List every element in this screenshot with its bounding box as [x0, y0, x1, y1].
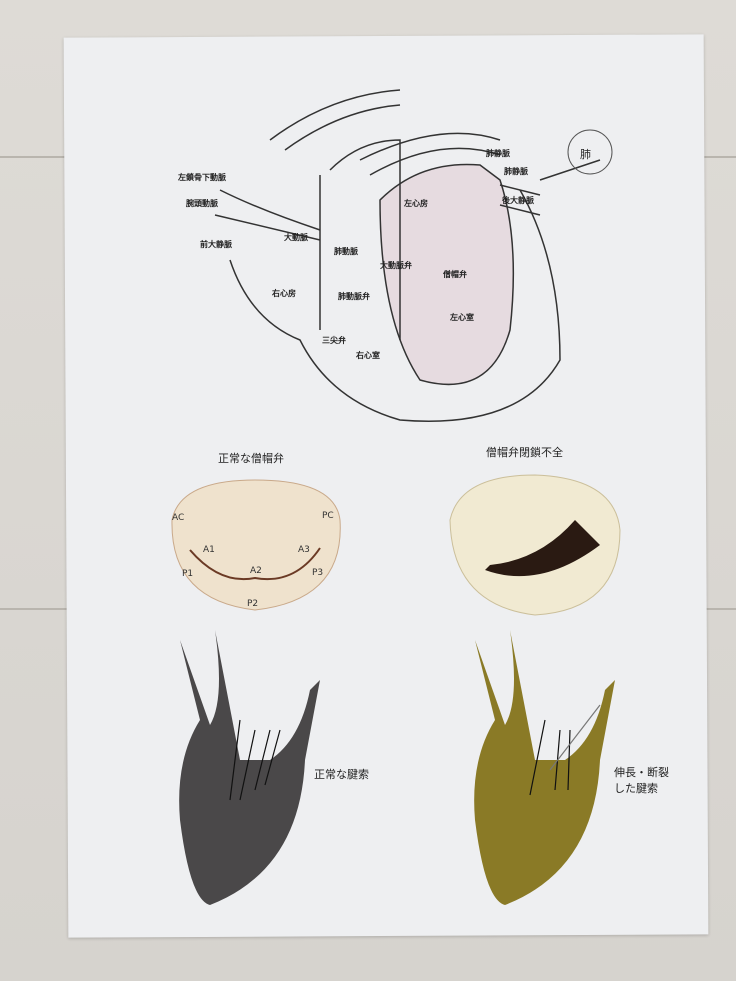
segment-p1: P1	[182, 569, 193, 579]
segment-a3: A3	[298, 545, 310, 555]
handwritten-lung: 肺	[580, 148, 591, 161]
label-pulmonary-vein: 肺静脈	[504, 166, 528, 176]
label-pulmonary-valve: 肺動脈弁	[338, 291, 370, 301]
damaged-heart-silhouette	[474, 630, 615, 905]
regurgitant-mitral-valve	[449, 474, 621, 616]
segment-p2: P2	[247, 599, 258, 609]
segment-p3: P3	[312, 568, 323, 578]
label-aortic-valve: 大動脈弁	[380, 260, 412, 270]
label-mitral-valve: 僧帽弁	[443, 269, 467, 279]
normal-valve-title: 正常な僧帽弁	[218, 451, 284, 465]
label-tricuspid-valve: 三尖弁	[322, 335, 346, 345]
label-right-ventricle: 右心室	[355, 350, 380, 360]
label-left-subclavian-artery: 左鎖骨下動脈	[177, 172, 226, 182]
label-posterior-vena-cava: 後大静脈	[502, 195, 534, 205]
lung-sketch	[567, 129, 613, 175]
heart-outline	[214, 89, 601, 422]
label-aorta: 大動脈	[284, 232, 308, 242]
normal-mitral-valve	[171, 479, 341, 611]
label-right-atrium: 右心房	[271, 288, 296, 298]
label-left-atrium: 左心房	[403, 198, 428, 208]
damaged-chordae-label-2: した腱索	[614, 781, 658, 795]
segment-a2: A2	[250, 566, 262, 576]
label-brachiocephalic-artery: 腕頭動脈	[185, 198, 218, 208]
regurgitation-title: 僧帽弁閉鎖不全	[486, 445, 563, 459]
label-left-ventricle: 左心室	[449, 312, 474, 322]
segment-pc: PC	[322, 511, 334, 521]
normal-chordae-label: 正常な腱索	[314, 767, 369, 781]
normal-heart-silhouette	[179, 630, 320, 905]
segment-a1: A1	[203, 545, 215, 555]
segment-ac: AC	[172, 513, 184, 523]
label-pulmonary-vein: 肺静脈	[486, 148, 510, 158]
label-pulmonary-artery: 肺動脈	[334, 246, 358, 256]
damaged-chordae-label-1: 伸長・断裂	[614, 765, 669, 779]
label-anterior-vena-cava: 前大静脈	[200, 239, 232, 249]
